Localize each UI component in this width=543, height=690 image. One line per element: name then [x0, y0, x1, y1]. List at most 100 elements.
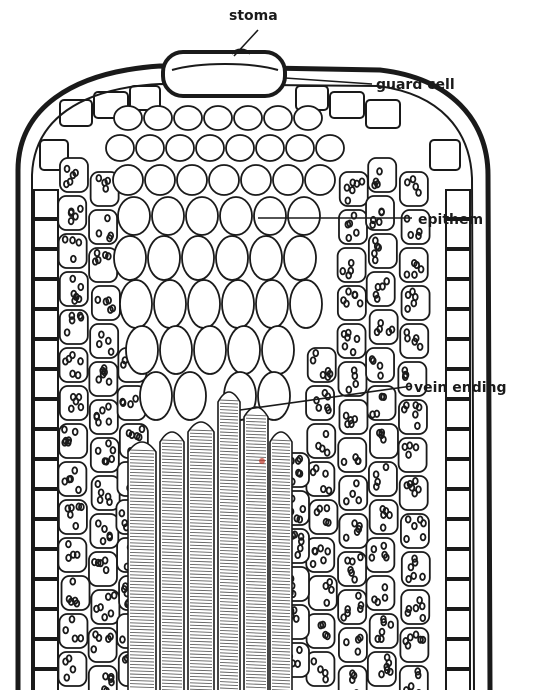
epithem-cell — [140, 372, 172, 420]
epidermal-cell — [430, 140, 460, 170]
epithem-cell — [118, 197, 150, 235]
mesophyll-cell — [306, 652, 334, 686]
epidermal-cell — [446, 400, 470, 428]
mesophyll-cell — [339, 628, 367, 662]
mesophyll-cell — [307, 424, 335, 458]
epidermal-cell — [34, 670, 58, 690]
epithem-cell — [209, 165, 239, 195]
epithem-cell — [136, 135, 164, 161]
epithem-cell — [305, 165, 335, 195]
epithem-cell — [222, 280, 254, 328]
epithem-cell — [120, 280, 152, 328]
mesophyll-cell — [370, 500, 398, 534]
epidermal-cell — [34, 190, 58, 218]
epidermal-cell — [446, 670, 470, 690]
epithem-cell — [241, 165, 271, 195]
guard-cell — [163, 52, 285, 96]
epithem-cell — [174, 106, 202, 130]
epithem-cell — [174, 372, 206, 420]
mesophyll-cell — [338, 438, 366, 472]
epidermal-cell — [34, 610, 58, 638]
epithem-cell — [152, 197, 184, 235]
mesophyll-cell — [306, 538, 334, 572]
epidermal-cell — [34, 250, 58, 278]
mesophyll-cell — [58, 652, 86, 686]
epithem-cell — [106, 135, 134, 161]
epidermal-cell — [446, 340, 470, 368]
epidermal-cell — [34, 400, 58, 428]
epithem-cell — [160, 326, 192, 374]
epidermal-cell — [446, 460, 470, 488]
epithem-cell — [182, 236, 214, 280]
mesophyll-cell — [366, 348, 394, 382]
epithem-cell — [114, 236, 146, 280]
epithem-cell — [273, 165, 303, 195]
epithem-cell — [250, 236, 282, 280]
mesophyll-cell — [91, 438, 119, 472]
epidermal-cell — [34, 580, 58, 608]
guard-cell-label: guard cell — [376, 77, 455, 93]
mesophyll-cell — [309, 500, 337, 534]
epidermal-cell — [446, 580, 470, 608]
epidermal-cell — [446, 250, 470, 278]
mesophyll-cell — [370, 424, 398, 458]
mesophyll-cell — [339, 210, 367, 244]
epithem-cell — [144, 106, 172, 130]
epidermal-cell — [446, 550, 470, 578]
epithem-cell — [286, 135, 314, 161]
epithem-cell — [234, 106, 262, 130]
stoma-label: stoma — [229, 8, 278, 24]
epithem-cell — [154, 280, 186, 328]
epidermal-cell — [34, 280, 58, 308]
epithem-cell — [256, 280, 288, 328]
epidermal-cell — [34, 310, 58, 338]
epithem-cell — [290, 280, 322, 328]
epithem-cell — [166, 135, 194, 161]
epithem-cell — [145, 165, 175, 195]
epidermal-cell — [446, 280, 470, 308]
epidermal-cell — [34, 520, 58, 548]
epidermal-cell — [34, 430, 58, 458]
epithem-cell — [264, 106, 292, 130]
guard-cell-leader-line — [285, 78, 372, 84]
epidermal-cell — [330, 92, 364, 118]
epidermal-cell — [34, 490, 58, 518]
epidermal-cell — [446, 610, 470, 638]
epidermal-cell — [34, 640, 58, 668]
epidermal-cell — [34, 460, 58, 488]
epithem-cell — [220, 197, 252, 235]
mesophyll-cell — [307, 614, 335, 648]
epithem-cell — [256, 135, 284, 161]
epithem-cell — [284, 236, 316, 280]
epithem-cell — [177, 165, 207, 195]
epithem-cell — [294, 106, 322, 130]
epithem-cell — [188, 280, 220, 328]
epidermal-cell — [446, 430, 470, 458]
epidermal-cell — [366, 100, 400, 128]
epithem-cell — [216, 236, 248, 280]
epithem-cell — [254, 197, 286, 235]
epithem-cell — [228, 326, 260, 374]
epithem-cell — [226, 135, 254, 161]
epidermal-cell — [34, 370, 58, 398]
epidermal-cell — [446, 640, 470, 668]
epidermal-cell — [446, 490, 470, 518]
epithem-cell — [113, 165, 143, 195]
epidermal-cell — [446, 520, 470, 548]
epithem-cell — [126, 326, 158, 374]
epithem-cell — [196, 135, 224, 161]
epidermal-cell — [34, 340, 58, 368]
mesophyll-cell — [306, 386, 334, 420]
epithem-cell — [186, 197, 218, 235]
epithem-cell — [288, 197, 320, 235]
epidermal-cell — [34, 550, 58, 578]
specimen-mark — [259, 458, 265, 464]
mesophyll-cell — [58, 538, 86, 572]
epidermal-cell — [446, 310, 470, 338]
vein-ending-label: vein ending — [414, 380, 507, 396]
epithem-cell — [204, 106, 232, 130]
tracheid-vein-ending — [128, 392, 292, 690]
mesophyll-cell — [366, 576, 394, 610]
mesophyll-cell — [339, 514, 367, 548]
